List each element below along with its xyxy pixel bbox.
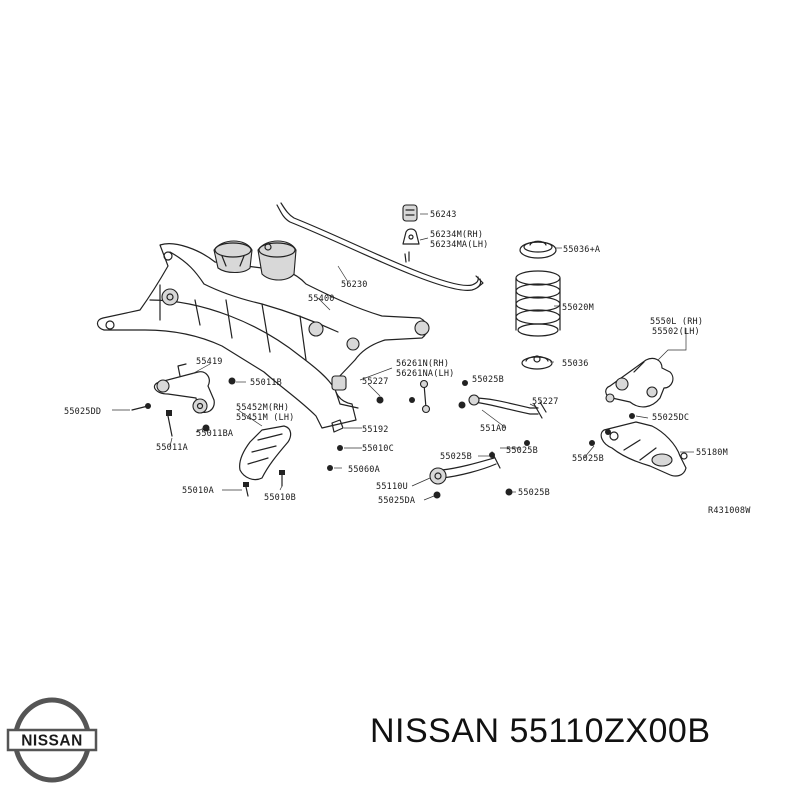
callout-56243: 56243 xyxy=(430,210,457,220)
callout-55025b1: 55025B xyxy=(472,375,504,385)
callout-55020m: 55020M xyxy=(562,303,594,313)
callout-55025b3: 55025B xyxy=(440,452,472,462)
stabilizer-bar xyxy=(276,202,484,291)
lower-link-rear xyxy=(429,451,501,485)
callout-56230: 56230 xyxy=(341,280,368,290)
part-number-title: NISSAN 55110ZX00B xyxy=(370,712,711,750)
callout-55025da: 55025DA xyxy=(378,496,415,506)
rear-subframe xyxy=(96,240,430,429)
upper-link xyxy=(468,394,547,419)
callout-55010a: 55010A xyxy=(182,486,214,496)
bracket-part xyxy=(331,419,344,433)
spring-lower-seat xyxy=(521,355,553,370)
leader-lines xyxy=(112,213,694,501)
bolt-set xyxy=(131,377,635,499)
callout-5550l: 5550L (RH) xyxy=(650,317,703,327)
mud-shield xyxy=(239,425,292,481)
callout-55060a: 55060A xyxy=(348,465,380,475)
callout-55036a: 55036+A xyxy=(563,245,600,255)
callout-55227a: 55227 xyxy=(362,377,389,387)
lower-link-left xyxy=(153,363,215,414)
callout-labels: 56243 56234M(RH) 56234MA(LH) 55036+A 562… xyxy=(64,210,751,516)
callout-55227b: 55227 xyxy=(532,397,559,407)
upper-arm xyxy=(605,357,674,408)
spring-upper-seat xyxy=(519,240,557,259)
callout-55502: 55502(LH) xyxy=(652,327,700,337)
callout-55025b4: 55025B xyxy=(572,454,604,464)
nissan-logo: NISSAN xyxy=(6,697,98,783)
bushing-part xyxy=(402,204,418,222)
lower-arm xyxy=(600,421,688,477)
callout-55025dc: 55025DC xyxy=(652,413,689,423)
callout-55036: 55036 xyxy=(562,359,589,369)
callout-55180m: 55180M xyxy=(696,448,728,458)
callout-56234ma: 56234MA(LH) xyxy=(430,240,489,250)
callout-55010c: 55010C xyxy=(362,444,394,454)
callout-55011b: 55011B xyxy=(250,378,282,388)
diagram-code: R431008W xyxy=(708,506,751,516)
callout-56234m: 56234M(RH) xyxy=(430,230,483,240)
callout-56261na: 56261NA(LH) xyxy=(396,369,455,379)
callout-55400: 55400 xyxy=(308,294,335,304)
stabilizer-link xyxy=(419,379,431,414)
callout-551a0: 551A0 xyxy=(480,424,507,434)
callout-55192: 55192 xyxy=(362,425,389,435)
callout-55010b: 55010B xyxy=(264,493,296,503)
callout-55110u: 55110U xyxy=(376,482,408,492)
logo-text: NISSAN xyxy=(21,733,83,750)
callout-55452m: 55452M(RH) xyxy=(236,403,289,413)
clamp-part xyxy=(402,228,420,263)
callout-56261n: 56261N(RH) xyxy=(396,359,449,369)
callout-55025dd: 55025DD xyxy=(64,407,101,417)
callout-55025b5: 55025B xyxy=(518,488,550,498)
callout-55419: 55419 xyxy=(196,357,223,367)
callout-55451m: 55451M (LH) xyxy=(236,413,295,423)
callout-55011a: 55011A xyxy=(156,443,188,453)
coil-spring xyxy=(515,270,561,337)
callout-55011ba: 55011BA xyxy=(196,429,233,439)
callout-55025b2: 55025B xyxy=(506,446,538,456)
